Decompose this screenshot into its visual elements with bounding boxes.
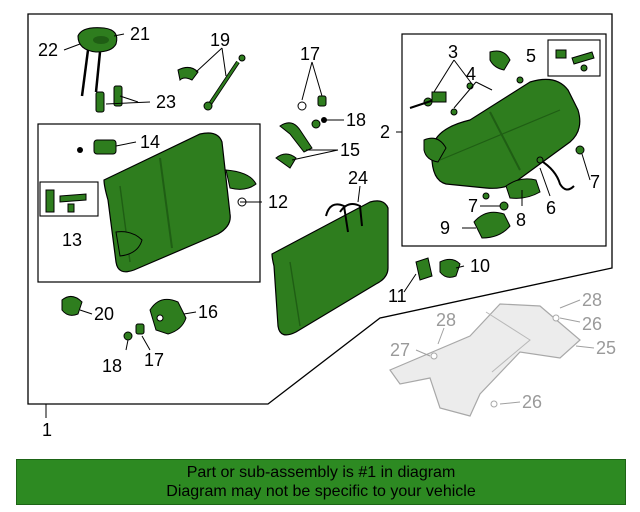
cover-part-10 — [439, 258, 461, 278]
callout-7-right: 7 — [590, 172, 600, 192]
callout-12: 12 — [268, 192, 288, 212]
callout-23: 23 — [156, 92, 176, 112]
callout-14: 14 — [140, 132, 160, 152]
banner-line-1: Part or sub-assembly is #1 in diagram — [186, 464, 456, 481]
clip-part-7b — [499, 201, 509, 211]
callout-8: 8 — [516, 210, 526, 230]
subassembly-box-12 — [37, 123, 261, 283]
cable-part-6 — [536, 156, 575, 191]
callout-18-bottom: 18 — [102, 356, 122, 376]
callout-4: 4 — [466, 64, 476, 84]
callout-20: 20 — [94, 304, 114, 324]
callout-13: 13 — [62, 230, 82, 250]
banner-line-2: Diagram may not be specific to your vehi… — [166, 483, 476, 500]
callout-18-top: 18 — [346, 110, 366, 130]
callout-6: 6 — [546, 198, 556, 218]
callout-labels: 21 22 23 19 14 12 13 17 18 15 24 2 3 4 5… — [38, 24, 616, 440]
callout-3: 3 — [448, 42, 458, 62]
callout-17-top: 17 — [300, 44, 320, 64]
subassembly-box-13 — [39, 181, 99, 217]
leader-lines — [45, 33, 591, 418]
callout-19: 19 — [210, 30, 230, 50]
release-bezel-part — [77, 139, 117, 155]
callout-17-bottom: 17 — [144, 350, 164, 370]
subassembly-box-5 — [547, 39, 601, 77]
latch-handle-part-8 — [505, 178, 541, 199]
callout-11: 11 — [388, 286, 407, 306]
callout-7-left: 7 — [468, 196, 478, 216]
callout-24: 24 — [348, 168, 368, 188]
storage-bag-part — [271, 200, 389, 336]
callout-27: 27 — [390, 340, 410, 360]
callout-2: 2 — [380, 122, 390, 142]
bolt-part-13 — [45, 189, 87, 213]
latch-cable-part — [177, 54, 246, 111]
callout-5: 5 — [526, 46, 536, 66]
trim-cover-part-9 — [473, 211, 511, 239]
fastener-group-lower — [123, 323, 145, 341]
callout-9: 9 — [440, 218, 450, 238]
callout-28-left: 28 — [436, 310, 456, 330]
hinge-cover-part-16 — [149, 298, 187, 335]
callout-16: 16 — [198, 302, 218, 322]
headrest-part — [77, 27, 118, 97]
callout-10: 10 — [470, 256, 490, 276]
assembly-outline — [27, 13, 613, 405]
headrest-guide-part — [95, 85, 123, 113]
callout-28-right: 28 — [582, 290, 602, 310]
callout-15: 15 — [340, 140, 360, 160]
leader-lines-gray — [415, 299, 595, 405]
crossmember-part-25 — [389, 303, 581, 417]
callout-25: 25 — [596, 338, 616, 358]
callout-21: 21 — [130, 24, 150, 44]
callout-26-bottom: 26 — [522, 392, 542, 412]
bolt-part-5 — [555, 49, 595, 72]
subassembly-box-2 — [401, 33, 607, 247]
bracket-part-20 — [61, 296, 83, 316]
fastener-group-upper — [275, 95, 327, 169]
callout-22: 22 — [38, 40, 58, 60]
callout-26-right: 26 — [582, 314, 602, 334]
cover-part-11 — [415, 257, 433, 281]
seat-cushion-part — [103, 132, 257, 273]
callout-1: 1 — [42, 420, 52, 440]
info-banner: Part or sub-assembly is #1 in diagram Di… — [16, 459, 626, 505]
